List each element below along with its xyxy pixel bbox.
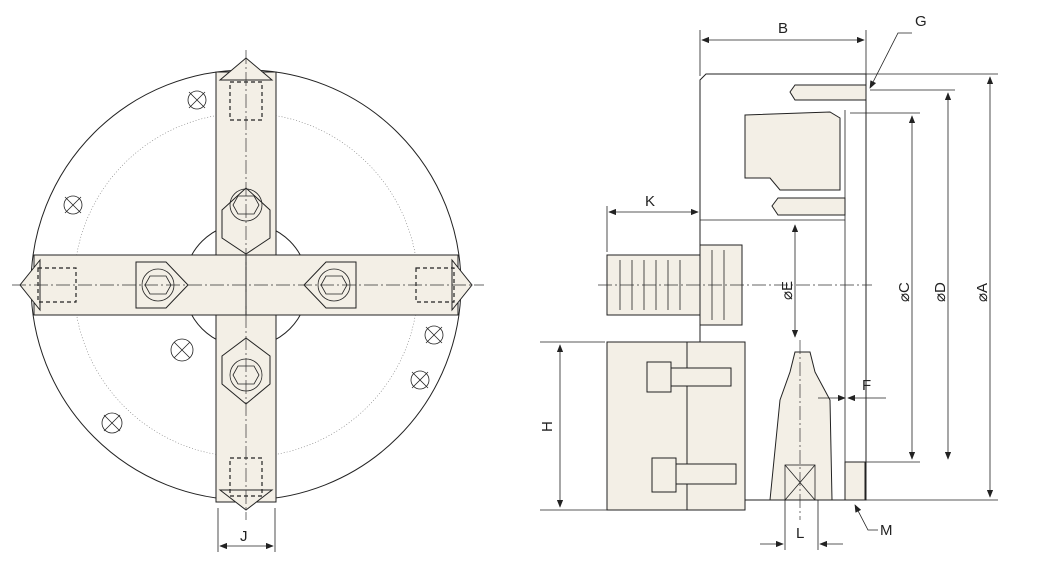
label-h: H xyxy=(539,421,556,432)
lower-screw-head-1 xyxy=(646,361,672,393)
label-f: F xyxy=(862,377,871,394)
mounting-holes xyxy=(63,90,444,434)
middle-bolt xyxy=(771,197,846,216)
label-e: ⌀E xyxy=(779,281,796,300)
lower-screw-2 xyxy=(675,463,737,485)
top-bolt xyxy=(789,84,867,101)
label-m: M xyxy=(880,522,893,539)
side-view: B G K ⌀E ⌀C ⌀D ⌀A F H xyxy=(539,13,998,550)
label-b: B xyxy=(778,20,788,37)
front-view: J xyxy=(12,50,484,552)
label-j: J xyxy=(240,528,248,545)
label-g: G xyxy=(915,13,927,30)
label-d: ⌀D xyxy=(932,282,949,302)
label-a: ⌀A xyxy=(974,283,991,302)
lower-jaw-base xyxy=(686,341,746,511)
label-k: K xyxy=(645,193,655,210)
leader-g xyxy=(869,32,912,89)
m-screw xyxy=(844,461,866,501)
label-l: L xyxy=(796,525,804,542)
top-jaw-section xyxy=(744,111,841,191)
leader-m xyxy=(854,504,878,531)
label-c: ⌀C xyxy=(896,282,913,302)
lower-screw-1 xyxy=(670,367,732,387)
lower-screw-head-2 xyxy=(651,457,677,493)
